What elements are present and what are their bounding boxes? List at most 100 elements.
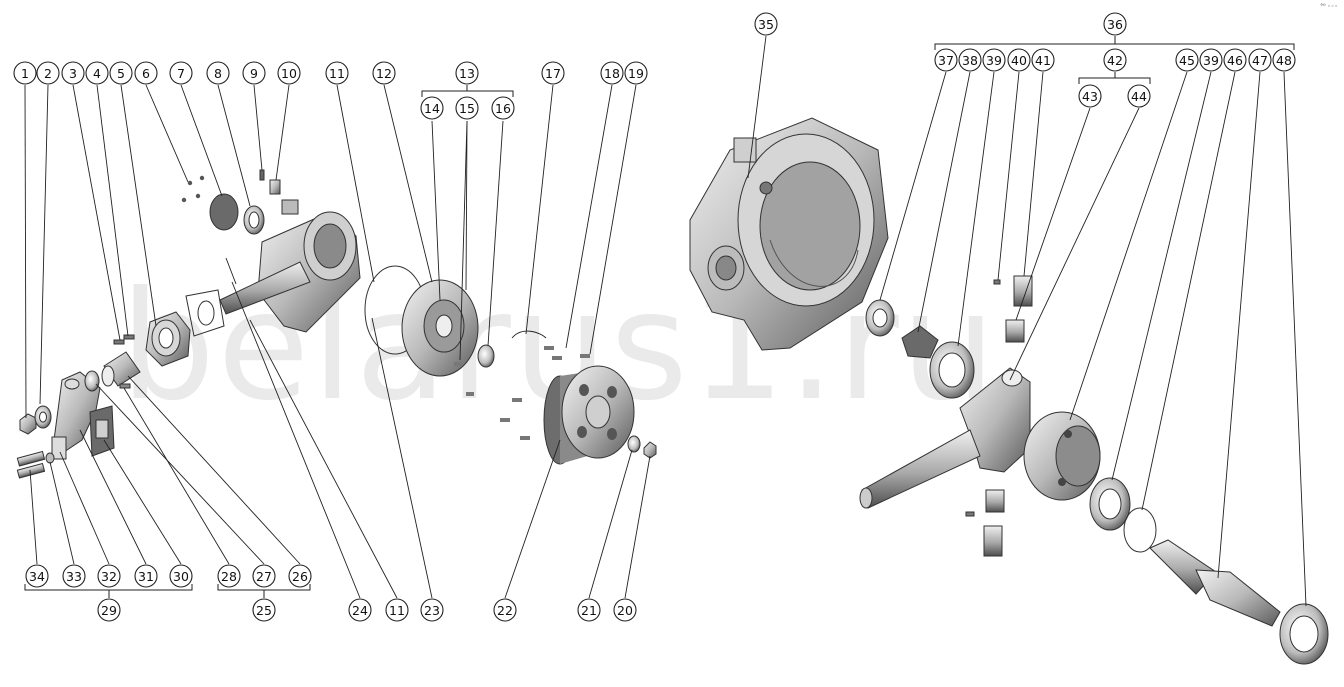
part-45-hub [1023, 411, 1101, 501]
callout-22: 22 [493, 598, 517, 622]
callout-14: 14 [420, 96, 444, 120]
callout-circle [420, 96, 444, 120]
part-34-bolts [16, 450, 46, 479]
callout-circle [134, 61, 158, 85]
callout-circle [577, 598, 601, 622]
part-12-cover-plate [401, 279, 479, 377]
callout-26: 26 [288, 564, 312, 588]
callout-34: 34 [25, 564, 49, 588]
callout-circle [217, 564, 241, 588]
callout-circle [958, 48, 982, 72]
callout-4: 4 [85, 61, 109, 85]
callout-label: 21 [581, 603, 597, 618]
callout-11: 11 [385, 598, 409, 622]
callout-16: 16 [491, 96, 515, 120]
callout-circle [372, 61, 396, 85]
callout-circle [1007, 48, 1031, 72]
callout-label: 4 [93, 66, 101, 81]
callout-label: 10 [281, 66, 297, 81]
callout-label: 16 [495, 101, 511, 116]
callout-circle [62, 564, 86, 588]
callout-label: 39 [1203, 53, 1219, 68]
callout-circle [206, 61, 230, 85]
callout-label: 19 [628, 66, 644, 81]
part-41-bushing [1013, 275, 1033, 307]
callout-19: 19 [624, 61, 648, 85]
right-assembly-parts [689, 117, 1329, 665]
callout-41: 41 [1031, 48, 1055, 72]
callout-circle [85, 61, 109, 85]
callout-circle [1223, 48, 1247, 72]
callout-20: 20 [613, 598, 637, 622]
part-27-ring [84, 370, 100, 392]
callout-label: 43 [1082, 89, 1098, 104]
group-brackets [24, 36, 1295, 598]
callout-label: 38 [962, 53, 978, 68]
callout-label: 18 [604, 66, 620, 81]
callout-35: 35 [754, 12, 778, 36]
callout-label: 14 [424, 101, 440, 116]
callout-label: 45 [1179, 53, 1195, 68]
part-9-fitting [259, 169, 265, 181]
callout-circle [109, 61, 133, 85]
callout-3: 3 [61, 61, 85, 85]
callout-33: 33 [62, 564, 86, 588]
leader-lines [24, 35, 1307, 607]
callout-label: 33 [66, 569, 82, 584]
callout-circle [252, 598, 276, 622]
part-7-cover [209, 193, 239, 231]
part-44-knuckle [859, 367, 1031, 509]
part-48-bearing [1279, 603, 1329, 665]
callout-circle [1248, 48, 1272, 72]
callout-circle [1127, 84, 1151, 108]
callout-label: 5 [117, 66, 125, 81]
callout-1: 1 [13, 61, 37, 85]
part-47-axle [1149, 539, 1281, 627]
callout-label: 36 [1107, 17, 1123, 32]
callout-label: 48 [1276, 53, 1292, 68]
callout-label: 39 [986, 53, 1002, 68]
callout-circle [1031, 48, 1055, 72]
callout-circle [600, 61, 624, 85]
callout-circle [1103, 12, 1127, 36]
callout-label: 7 [177, 66, 185, 81]
callout-45: 45 [1175, 48, 1199, 72]
callout-circle [754, 12, 778, 36]
part-46-ring [1123, 507, 1157, 553]
callout-label: 37 [938, 53, 954, 68]
part-40-pin [993, 279, 1001, 285]
callout-11: 11 [325, 61, 349, 85]
part-39-bearing-upper [929, 341, 975, 399]
callout-8: 8 [206, 61, 230, 85]
callout-39: 39 [1199, 48, 1223, 72]
callout-24: 24 [348, 598, 372, 622]
callout-circle [277, 61, 301, 85]
callout-circle [25, 564, 49, 588]
callout-label: 34 [29, 569, 45, 584]
callout-label: 20 [617, 603, 633, 618]
callout-13: 13 [455, 61, 479, 85]
callout-circle [348, 598, 372, 622]
callout-circle [242, 61, 266, 85]
part-28-pin [119, 383, 131, 389]
callout-label: 41 [1035, 53, 1051, 68]
part-33-washer [45, 452, 55, 464]
callout-circle [252, 564, 276, 588]
callout-25: 25 [252, 598, 276, 622]
callout-circle [169, 61, 193, 85]
callout-28: 28 [217, 564, 241, 588]
callout-circle [1078, 84, 1102, 108]
callout-label: 6 [142, 66, 150, 81]
part-11-housing [219, 199, 361, 333]
callout-circle [420, 598, 444, 622]
callout-40: 40 [1007, 48, 1031, 72]
callout-label: 32 [101, 569, 117, 584]
callout-label: 17 [545, 66, 561, 81]
part-38-ring [901, 325, 939, 359]
callout-circle [97, 598, 121, 622]
callout-circle [36, 61, 60, 85]
corner-mark: °⁰ ◦◦◦ [1320, 3, 1338, 10]
part-20-nut [643, 441, 657, 459]
callout-circle [1175, 48, 1199, 72]
